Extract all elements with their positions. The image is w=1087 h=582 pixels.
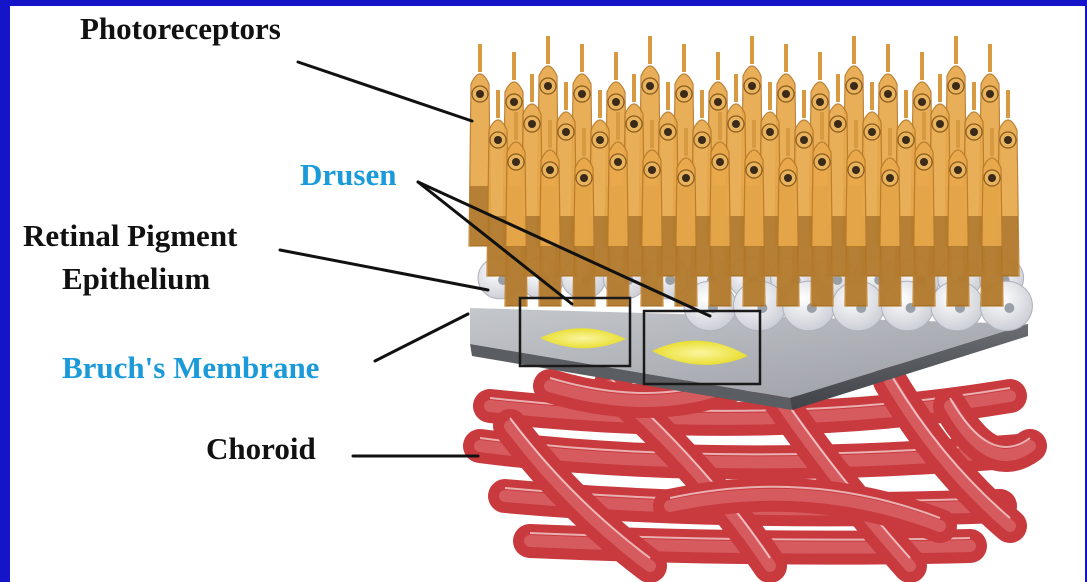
pointer-bruchs [375,314,468,361]
pointer-rpe [280,250,488,290]
label-bruchs-membrane: Bruch's Membrane [62,351,319,385]
retina-diagram-panel: Photoreceptors Drusen Retinal Pigment Ep… [10,6,1085,582]
label-choroid: Choroid [206,432,316,466]
photoreceptor-cell-layer [469,36,1019,306]
label-photoreceptors: Photoreceptors [80,12,281,46]
label-rpe-line2: Epithelium [62,262,210,296]
label-drusen: Drusen [300,158,396,192]
label-rpe-line1: Retinal Pigment [23,219,237,253]
pointer-photoreceptors [298,62,472,121]
